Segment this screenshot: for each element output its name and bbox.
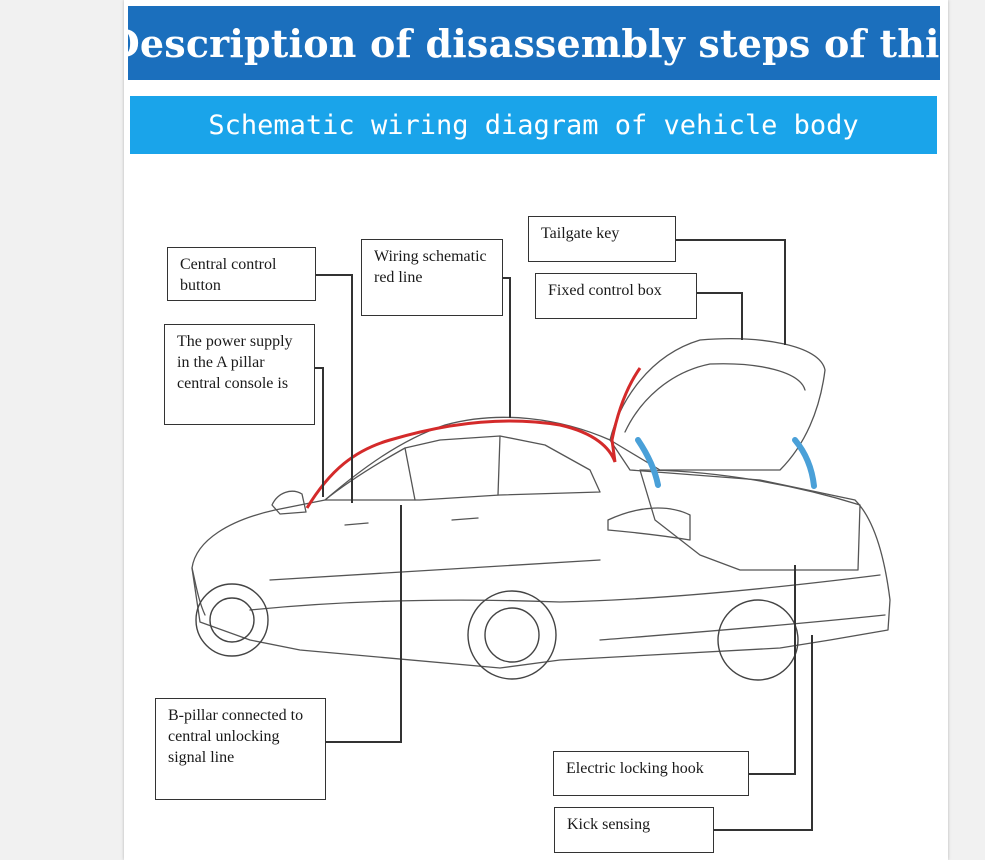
b-pillar-label: B-pillar connected to central unlocking … bbox=[155, 698, 326, 800]
electric-locking-hook-label: Electric locking hook bbox=[553, 751, 749, 796]
leader-b-pillar bbox=[326, 505, 402, 743]
central-control-button-label: Central control button bbox=[167, 247, 316, 301]
open-tailgate bbox=[609, 338, 826, 471]
fixed-control-box-label: Fixed control box bbox=[535, 273, 697, 319]
leader-kick-sensing bbox=[713, 635, 813, 831]
wiring-schematic-label: Wiring schematic red line bbox=[361, 239, 503, 316]
rear-wheel bbox=[467, 590, 557, 680]
leader-tailgate-key bbox=[675, 239, 786, 345]
leader-locking-hook bbox=[748, 565, 796, 775]
kick-sensing-label: Kick sensing bbox=[554, 807, 714, 853]
front-wheel bbox=[195, 583, 269, 657]
page-title: Description of disassembly steps of this bbox=[128, 6, 940, 80]
leader-power-supply bbox=[314, 367, 324, 497]
leader-fixed-control-box bbox=[697, 292, 743, 340]
tailgate-key-label: Tailgate key bbox=[528, 216, 676, 262]
car-body-outline bbox=[191, 416, 891, 669]
power-supply-label: The power supply in the A pillar central… bbox=[164, 324, 315, 425]
car-window-outline bbox=[324, 435, 601, 501]
wiring-red-line bbox=[305, 367, 642, 509]
leader-central-control bbox=[315, 274, 353, 503]
leader-wiring bbox=[502, 277, 511, 418]
diagram-subtitle: Schematic wiring diagram of vehicle body bbox=[130, 96, 937, 154]
tailgate-strut-right bbox=[792, 437, 817, 489]
tailgate-strut-left bbox=[635, 437, 661, 488]
